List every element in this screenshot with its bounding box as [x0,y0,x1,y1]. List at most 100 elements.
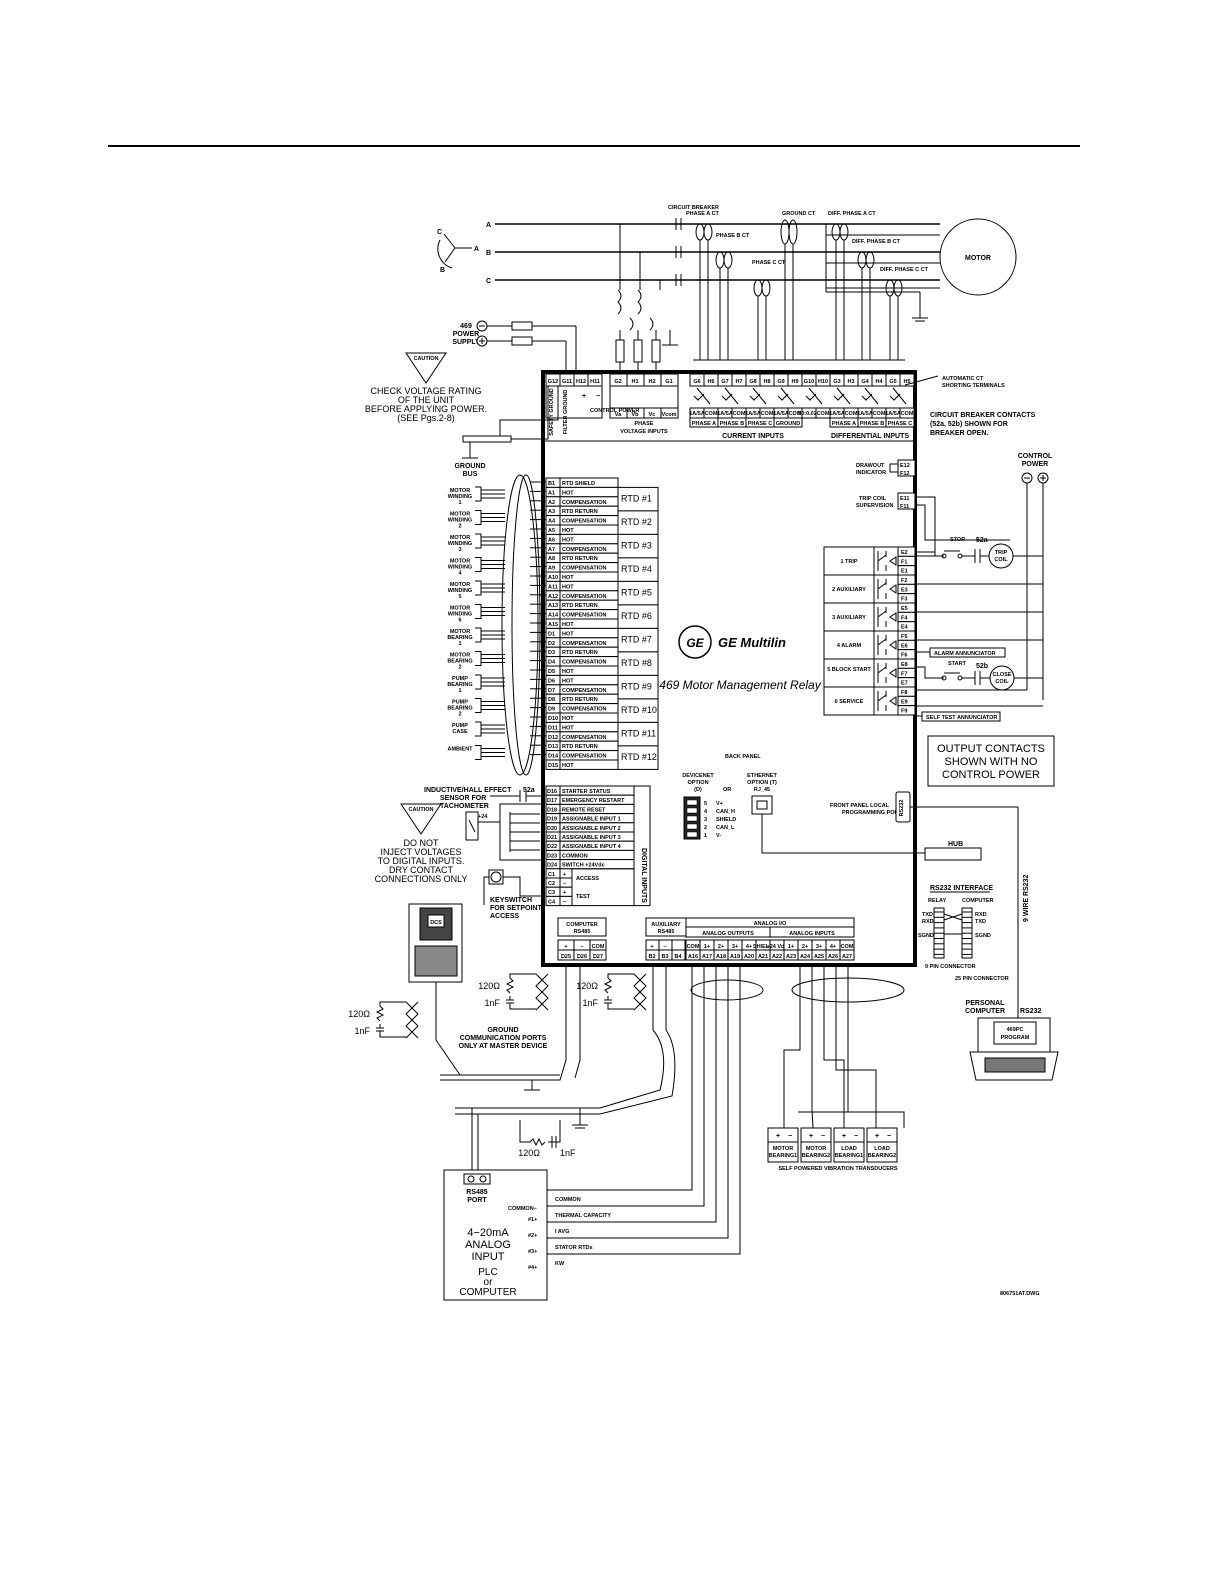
relay-term: E3 [901,587,908,593]
digital-term: D22 [547,844,557,850]
devicenet-signal: CAN_H [716,809,735,815]
rc-capacitor-label: 1nF [484,998,500,1008]
comp-rs485-sign: − [580,944,583,950]
keyswitch: KEYSWITCH FOR SETPOINT ACCESS [483,869,543,920]
rtd-group-label: RTD #6 [621,611,652,621]
rs232-r-1: TXD [975,919,986,925]
plc-in-1: #1+ [528,1217,537,1223]
access-sign: + [563,872,566,878]
relay-term: E7 [901,681,908,687]
diff-sub: 1A/5A [885,411,901,417]
plc-sub-1: PLC [478,1267,497,1278]
rtd-term: A3 [548,509,555,515]
aux-rs485-title: RS485 [658,929,675,935]
rs232-r-0: RXD [975,912,987,918]
analog-io-title: ANALOG I/O [754,921,787,927]
diff-sub: 1A/5A [857,411,873,417]
rtd-sensor-label: 4 [458,571,462,577]
rtd-term: D15 [548,763,558,769]
ground-bus-2: BUS [463,471,478,478]
pc-label-1: PERSONAL [966,1000,1006,1007]
analog-sign: 3+ [732,944,738,950]
rtd-desc: HOT [562,490,574,496]
current-group: PHASE B [720,421,744,427]
current-term: H7 [735,379,742,385]
circuit-breaker-label: CIRCUIT BREAKER [668,205,719,211]
diff-term: G3 [833,379,840,385]
analog-term: A21 [758,954,768,960]
current-sub: 50:0.025 [798,411,820,417]
devicenet-signal: CAN_L [716,825,735,831]
close-coil-2: COIL [995,679,1009,685]
trip-coil-supervision: TRIP COIL SUPERVISION E11 F11 [856,492,916,510]
digital-desc: COMMON [562,853,588,859]
devicenet-signal: V- [716,833,721,839]
devicenet-signal: V+ [716,801,723,807]
plc-common: COMMON− [508,1206,537,1212]
access-sign: − [563,899,566,905]
product-name: 469 Motor Management Relay [659,678,821,692]
rtd-desc: HOT [562,669,574,675]
dcs-label: DCS [430,920,442,926]
devicenet-title-1: DEVICENET [682,773,714,779]
rs232-r-2: SGND [975,933,991,939]
diff-group: PHASE B [860,421,884,427]
diff-group: PHASE C [888,421,912,427]
rtd-term: B1 [548,481,555,487]
diff-term: H4 [875,379,883,385]
relay-term: E2 [901,550,908,556]
comp-rs485-term: D27 [593,954,603,960]
close-circuit: START 52b CLOSE COIL [941,661,1043,691]
current-sub: COM [705,411,718,417]
relay-term: F9 [901,709,907,715]
devicenet-signal: SHIELD [716,817,736,823]
rtd-desc: HOT [562,622,574,628]
rtd-sensor-label: MOTOR [450,582,470,588]
rtd-sensor-label: BEARING [447,635,472,641]
plc-in-3: #3+ [528,1249,537,1255]
digital-term: D20 [547,826,557,832]
rtd-term: A4 [548,519,556,525]
digital-desc: SWITCH +24Vdc [562,863,605,869]
front-panel-1: FRONT PANEL LOCAL [830,803,890,809]
ge-logo: GE [678,625,712,659]
alarm-annunciator: ALARM ANNUNCIATOR [934,651,996,657]
analog-term: A26 [828,954,838,960]
safety-ground: SAFETY GROUND [549,388,555,436]
devicenet-pin: 4 [704,809,708,815]
hub-device [924,847,982,861]
svg-text:+: + [875,1133,879,1140]
digital-warn-1: DO NOT [404,838,440,848]
ground-ports-2: COMMUNICATION PORTS [460,1035,547,1042]
rtd-desc: HOT [562,537,574,543]
rtd-sensor-label: 2 [458,524,461,530]
current-sub: COM [761,411,774,417]
stop-label: STOP [950,537,965,543]
rtd-sensor-label: 2 [458,712,461,718]
comp-rs485-sign: COM [592,944,605,950]
digital-inputs-title: DIGITAL INPUTS [640,848,647,903]
rtd-sensor-label: MOTOR [450,606,470,612]
phase-volt-title-1: PHASE [635,421,654,427]
keyswitch-label-3: ACCESS [490,913,520,920]
rc-resistor-label: 120Ω [348,1009,370,1019]
rc-capacitor-label: 1nF [560,1148,576,1158]
digital-caution: CAUTION DO NOT INJECT VOLTAGES TO DIGITA… [375,803,467,884]
phase-volt-term: G1 [665,379,672,385]
rtd-group-label: RTD #10 [621,705,657,715]
start-label: START [948,661,967,667]
rtd-sensor-label: WINDING [448,565,472,571]
plc-computer: RS485 PORT COMMON− #1+ #2+ #3+ #4+ 4−20m… [443,1169,548,1301]
digital-desc: EMERGENCY RESTART [562,798,625,804]
analog-sign: SHIELD [753,944,773,950]
tachometer-sensor: INDUCTIVE/HALL EFFECT SENSOR FOR TACHOME… [424,787,543,861]
rtd-desc: HOT [562,584,574,590]
rtd-sensor-label: 1 [458,500,461,506]
digital-term: D19 [547,817,557,823]
current-sub: 1A/5A [689,411,705,417]
plc-in-2: #2+ [528,1233,537,1239]
rtd-sensor-label: PUMP [452,676,468,682]
ps-469: 469 [460,323,472,330]
output-note-2: SHOWN WITH NO [945,756,1038,768]
rtd-desc: COMPENSATION [562,735,607,741]
